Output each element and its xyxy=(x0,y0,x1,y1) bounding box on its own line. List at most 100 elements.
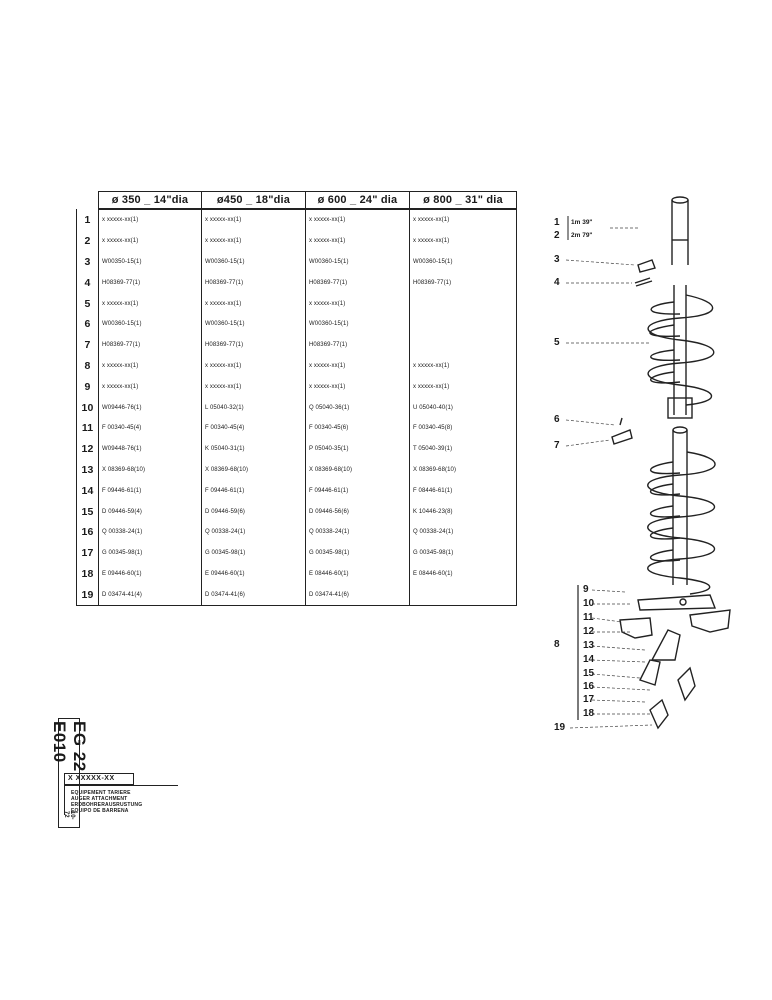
part-number-cell: H08369-77(1) xyxy=(409,272,517,294)
part-number-cell: F 09446-61(1) xyxy=(305,480,410,502)
part-number-cell: D 03474-41(6) xyxy=(201,584,306,607)
callout-1: 1 xyxy=(554,217,560,228)
part-number-cell: Q 00338-24(1) xyxy=(305,521,410,543)
callout-16: 16 xyxy=(583,681,595,692)
item-number: 18 xyxy=(76,563,99,585)
item-number: 3 xyxy=(76,251,99,273)
part-number-cell: W00360-15(1) xyxy=(98,313,202,335)
part-number-cell: x xxxxx-xx(1) xyxy=(201,230,306,252)
item-number: 5 xyxy=(76,293,99,314)
part-number-cell: Q 00338-24(1) xyxy=(201,521,306,543)
part-number-cell: F 00340-45(8) xyxy=(409,417,517,439)
item-number: 12 xyxy=(76,438,99,460)
item-number: 10 xyxy=(76,397,99,418)
header-800: ø 800 _ 31" dia xyxy=(409,191,517,210)
item-number: 16 xyxy=(76,521,99,543)
callout-14: 14 xyxy=(583,654,595,665)
description-es: EQUIPO DE BARRENA xyxy=(71,808,129,814)
part-number-cell: x xxxxx-xx(1) xyxy=(409,355,517,377)
part-number-cell: D 03474-41(4) xyxy=(98,584,202,607)
upper-flight-coupling xyxy=(667,397,693,419)
part-number-cell: W00360-15(1) xyxy=(305,313,410,335)
part-number-cell: T 05040-39(1) xyxy=(409,438,517,460)
part-number-cell: L 05040-32(1) xyxy=(201,397,306,418)
shaft-top xyxy=(671,200,689,265)
part-number-cell xyxy=(409,334,517,356)
auger-drawing: 1 2 1m 39" 2m 79" 3 4 5 6 7 8 9 10 11 12… xyxy=(540,190,772,750)
part-number-cell: F 00340-45(4) xyxy=(201,417,306,439)
item-number: 11 xyxy=(76,417,99,439)
item-number: 15 xyxy=(76,501,99,522)
part-number-cell: x xxxxx-xx(1) xyxy=(98,230,202,252)
part-number-cell: E 09446-60(1) xyxy=(98,563,202,585)
item-number: 8 xyxy=(76,355,99,377)
part-number-cell: x xxxxx-xx(1) xyxy=(409,230,517,252)
part-number-cell: G 00345-98(1) xyxy=(305,542,410,564)
part-number-cell: W00360-15(1) xyxy=(201,251,306,273)
part-number-cell xyxy=(409,584,517,607)
part-number-cell: W00360-15(1) xyxy=(305,251,410,273)
part-number-cell: x xxxxx-xx(1) xyxy=(98,209,202,231)
callout-9: 9 xyxy=(583,584,589,595)
item-number: 2 xyxy=(76,230,99,252)
part-number-cell: x xxxxx-xx(1) xyxy=(201,355,306,377)
callout-17: 17 xyxy=(583,694,595,705)
part-number-cell: x xxxxx-xx(1) xyxy=(201,209,306,231)
header-blank xyxy=(77,192,99,210)
part-number-cell: x xxxxx-xx(1) xyxy=(305,230,410,252)
description-box: EQUIPEMENT TARIERE AUGER ATTACHMENT ERDB… xyxy=(64,785,178,815)
part-number-cell: Q 00338-24(1) xyxy=(98,521,202,543)
part-number-cell: Q 05040-36(1) xyxy=(305,397,410,418)
callout-3: 3 xyxy=(554,254,560,265)
cutting-head xyxy=(637,594,717,611)
callout-19: 19 xyxy=(554,722,566,733)
callout-8: 8 xyxy=(554,639,560,650)
part-number-cell: F 08446-61(1) xyxy=(409,480,517,502)
part-number-cell: x xxxxx-xx(1) xyxy=(305,376,410,398)
part-number-cell: x xxxxx-xx(1) xyxy=(201,376,306,398)
part-number-cell: x xxxxx-xx(1) xyxy=(201,293,306,314)
callout-11: 11 xyxy=(583,612,594,623)
item-number: 17 xyxy=(76,542,99,564)
part-number-cell: W09448-76(1) xyxy=(98,438,202,460)
item-number: 4 xyxy=(76,272,99,294)
callout-4: 4 xyxy=(554,277,560,288)
part-number-cell: G 00345-98(1) xyxy=(98,542,202,564)
part-number-cell: X 08369-68(10) xyxy=(201,459,306,481)
part-number-cell: x xxxxx-xx(1) xyxy=(98,355,202,377)
callout-5: 5 xyxy=(554,337,560,348)
part-number-cell xyxy=(409,313,517,335)
part-number-cell: U 05040-40(1) xyxy=(409,397,517,418)
header-600: ø 600 _ 24" dia xyxy=(305,191,410,210)
callout-18: 18 xyxy=(583,708,595,719)
part-number-cell: G 00345-98(1) xyxy=(409,542,517,564)
length-note-1: 1m 39" xyxy=(571,219,593,226)
callout-13: 13 xyxy=(583,640,595,651)
description-de: ERDBOHRERAUSRUSTUNG xyxy=(71,802,143,808)
callout-12: 12 xyxy=(583,626,595,637)
part-number-cell: F 09446-61(1) xyxy=(201,480,306,502)
callout-15: 15 xyxy=(583,668,595,679)
shaft-top-end xyxy=(671,196,689,204)
part-number-cell: X 08369-68(10) xyxy=(409,459,517,481)
table-header-row: ø 350 _ 14"dia ø450 _ 18"dia ø 600 _ 24"… xyxy=(77,191,517,210)
part-number-cell: D 09446-56(6) xyxy=(305,501,410,522)
part-number-cell: x xxxxx-xx(1) xyxy=(98,376,202,398)
part-number-cell: H08369-77(1) xyxy=(305,334,410,356)
